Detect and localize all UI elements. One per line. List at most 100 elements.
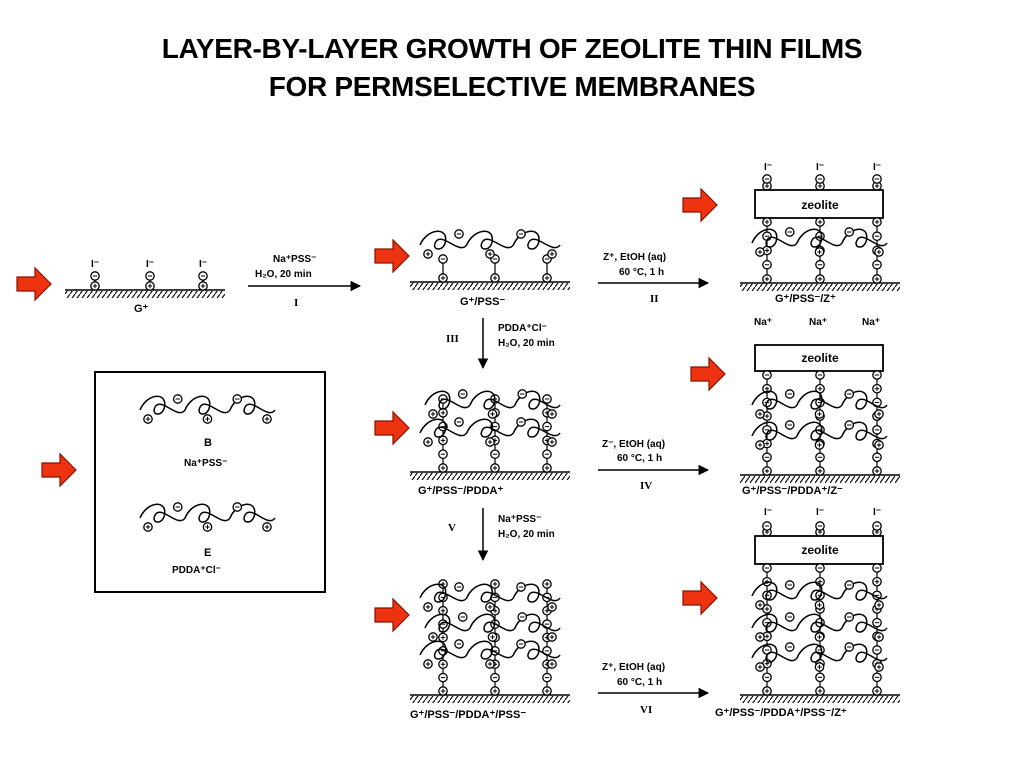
substrate-hatch [410,696,570,703]
counterion-g-2: I⁻ [146,259,154,270]
stalk-bead [872,617,882,628]
stalk-bead [542,579,552,589]
stalk-bead [872,521,882,531]
stalk-bead [438,463,448,473]
step2-conditions: 60 °C, 1 h [619,267,664,278]
stalk-bead [438,449,448,460]
zm-coil-upper [751,389,888,419]
stalk-bead [815,370,825,380]
coil-bead [874,600,884,610]
stalk-bead [490,273,500,283]
coil-bead [485,602,495,612]
stalk-bead [872,370,882,380]
zt-top-stalk-1 [815,174,825,191]
coil-bead [457,612,468,622]
coil-bead [516,417,526,427]
coil-bead [547,659,557,669]
stalk-bead [815,174,825,184]
stalk-bead [872,217,882,227]
stalk-bead [815,274,825,284]
stalk-bead [762,563,772,573]
stalk-bead [762,259,772,270]
stalk-bead [872,645,882,655]
stalk-bead [872,672,882,683]
g-stalk-2 [198,271,208,291]
coil-bead [202,414,213,424]
coil-bead [814,247,825,257]
coil-bead [262,522,272,532]
stalk-bead [542,421,552,432]
coil-bead [814,409,825,419]
substrate-hatch [740,696,900,703]
step4-reagent: Z⁻, EtOH (aq) [602,439,665,450]
legend-pdda-label: PDDA⁺Cl⁻ [172,565,221,576]
coil-bead [547,632,557,642]
coil-bead [874,409,884,419]
polymer-chain [751,581,888,601]
substrate-g [65,289,225,298]
coil-bead [784,580,795,590]
coil-bead [874,632,884,642]
coil-bead [814,632,825,642]
polymer-chain [424,613,561,633]
stalk-bead [815,521,825,531]
coil-bead [454,417,464,427]
zb-coil-2 [751,612,888,642]
stalk-bead [872,231,882,242]
stalk-bead [438,672,448,683]
coil-bead [143,414,153,424]
step3-numeral: III [446,333,459,345]
label-g: G⁺ [134,303,149,315]
legend-pss-coil [139,394,276,424]
coil-bead [547,409,557,419]
red-arrow-legend [41,452,77,488]
coil-bead [874,662,884,672]
coil-bead [202,522,213,532]
coil-bead [547,602,557,612]
coil-bead [485,249,495,259]
stalk-bead [490,463,500,473]
polymer-chain [419,640,561,660]
counterion-zt-3: I⁻ [873,162,881,173]
stalk-bead [815,259,825,270]
coil-bead [814,662,825,672]
stalk-bead [542,463,552,473]
stalk-bead [90,271,100,281]
polymer-chain [139,395,276,415]
diagram-elements [16,174,900,703]
label-g-pss-pdda-pss: G⁺/PSS⁻/PDDA⁺/PSS⁻ [410,709,526,721]
zb-coil-3 [751,642,888,672]
stalk-bead [815,563,825,573]
stalk-bead [542,273,552,283]
coil-bead [143,522,153,532]
coil-bead [485,659,495,669]
coil-bead [423,437,433,447]
zm-coil-lower [751,420,888,450]
pdda-stalk-0 [438,394,448,473]
coil-bead [454,229,464,239]
pss-stalk-1 [490,254,500,283]
stalk-bead [872,563,882,573]
coil-bead [516,639,526,649]
coil-bead [428,632,438,642]
stalk-bead [762,521,772,531]
counterion-zt-2: I⁻ [816,162,824,173]
coil-bead [423,659,433,669]
zb-top-stalk-1 [815,521,825,537]
polymer-chain [419,418,561,438]
zeolite-label-top: zeolite [801,198,839,212]
coil-bead [428,409,438,419]
step1-conditions: H₂O, 20 min [255,269,312,280]
g-stalk-0 [90,271,100,291]
counterion-zb-2: I⁻ [816,507,824,518]
step4-numeral: IV [640,480,652,492]
coil-bead [784,612,795,622]
stalk-bead [490,672,500,683]
polymer-chain [751,390,888,410]
pss2-coil-2 [424,612,561,642]
stalk-bead [762,274,772,284]
coil-bead [517,612,528,622]
stalk-bead [815,466,825,476]
stalk-bead [490,449,500,460]
coil-bead [232,394,243,404]
